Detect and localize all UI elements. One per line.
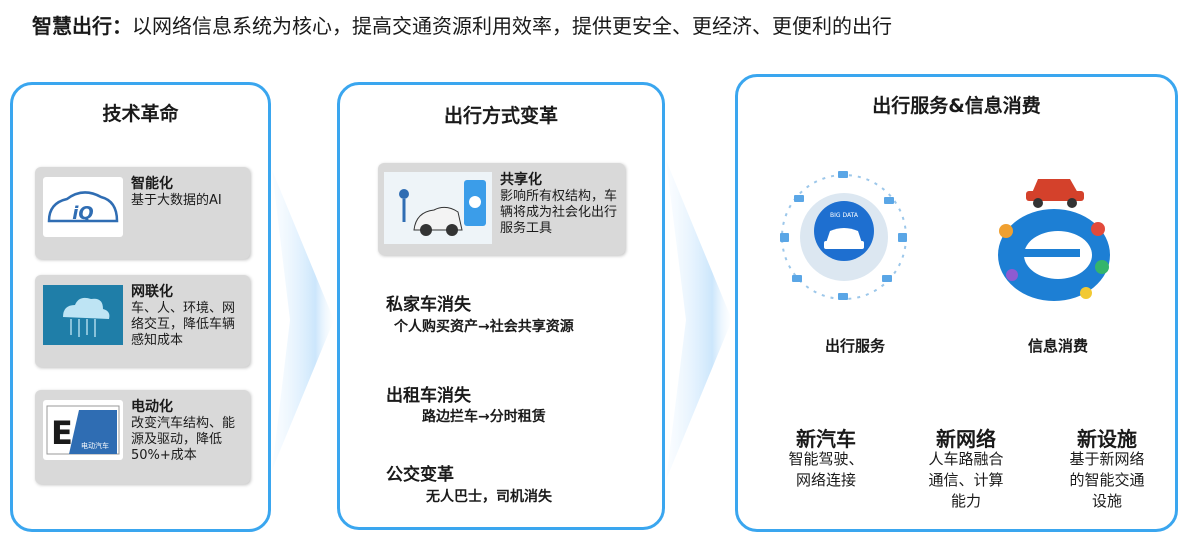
arrow-right-icon	[272, 170, 334, 470]
item-sub: 个人购买资产→社会共享资源	[394, 319, 574, 335]
item-sub: 路边拦车→分时租赁	[422, 409, 546, 425]
card-desc: 车、人、环境、网络交互，降低车辆感知成本	[131, 301, 236, 348]
column-title: 新网络	[936, 427, 996, 451]
headline-label: 智慧出行：	[32, 14, 132, 38]
arrow-right-icon	[666, 160, 732, 480]
card-title: 共享化	[500, 172, 542, 188]
panel-travel-change: 出行方式变革 共享化 影响所有权结构，车辆将成为社会化出行服务工具 私家车消失 …	[337, 82, 665, 530]
item-sub: 无人巴士，司机消失	[426, 489, 552, 505]
panel-tech-revolution: 技术革命 iQ 智能化 基于大数据的AI 网联化 车、人、环境、网络交互，降低车…	[10, 82, 271, 532]
card-connected: 网联化 车、人、环境、网络交互，降低车辆感知成本	[35, 275, 250, 367]
smart-car-iq-icon: iQ	[43, 177, 123, 237]
big-data-car-icon: BIG DATA	[780, 171, 907, 300]
column-desc: 基于新网络的智能交通设施	[1069, 450, 1145, 510]
svg-text:BIG DATA: BIG DATA	[830, 212, 859, 219]
item-title: 公交变革	[386, 465, 454, 485]
panel-title: 出行方式变革	[443, 105, 558, 127]
headline-text: 以网络信息系统为核心，提高交通资源利用效率，提供更安全、更经济、更便利的出行	[132, 14, 892, 38]
card-sharing: 共享化 影响所有权结构，车辆将成为社会化出行服务工具	[378, 163, 625, 255]
panel-title: 出行服务&信息消费	[872, 95, 1041, 117]
item-title: 出租车消失	[386, 386, 471, 406]
cloud-network-icon	[43, 285, 123, 345]
svg-text:iQ: iQ	[72, 203, 93, 224]
card-electric: E 电动汽车 电动化 改变汽车结构、能源及驱动，降低50%+成本	[35, 390, 250, 484]
headline: 智慧出行：以网络信息系统为核心，提高交通资源利用效率，提供更安全、更经济、更便利…	[32, 12, 1172, 40]
card-desc: 基于大数据的AI	[131, 193, 222, 208]
illustration-label: 信息消费	[1027, 337, 1088, 355]
column-title: 新设施	[1077, 427, 1137, 451]
card-title: 网联化	[131, 284, 173, 300]
info-consumption-e-icon	[998, 179, 1110, 301]
card-desc: 改变汽车结构、能源及驱动，降低50%+成本	[131, 416, 236, 463]
card-intelligent: iQ 智能化 基于大数据的AI	[35, 167, 250, 259]
svg-text:电动汽车: 电动汽车	[81, 441, 109, 450]
column-desc: 智能驾驶、网络连接	[788, 450, 864, 489]
item-title: 私家车消失	[386, 295, 471, 315]
column-title: 新汽车	[796, 427, 856, 451]
panel-services-consumption: 出行服务&信息消费 BIG DATA 出行服务 信	[735, 74, 1178, 532]
column-desc: 人车路融合通信、计算能力	[928, 450, 1004, 510]
card-desc: 影响所有权结构，车辆将成为社会化出行服务工具	[500, 189, 618, 236]
ev-logo-icon: E 电动汽车	[43, 400, 123, 460]
svg-text:E: E	[51, 414, 73, 452]
card-title: 智能化	[131, 176, 173, 192]
illustration-label: 出行服务	[824, 337, 885, 355]
card-title: 电动化	[131, 399, 173, 415]
panel-title: 技术革命	[102, 103, 179, 125]
car-sharing-icon	[384, 172, 492, 244]
